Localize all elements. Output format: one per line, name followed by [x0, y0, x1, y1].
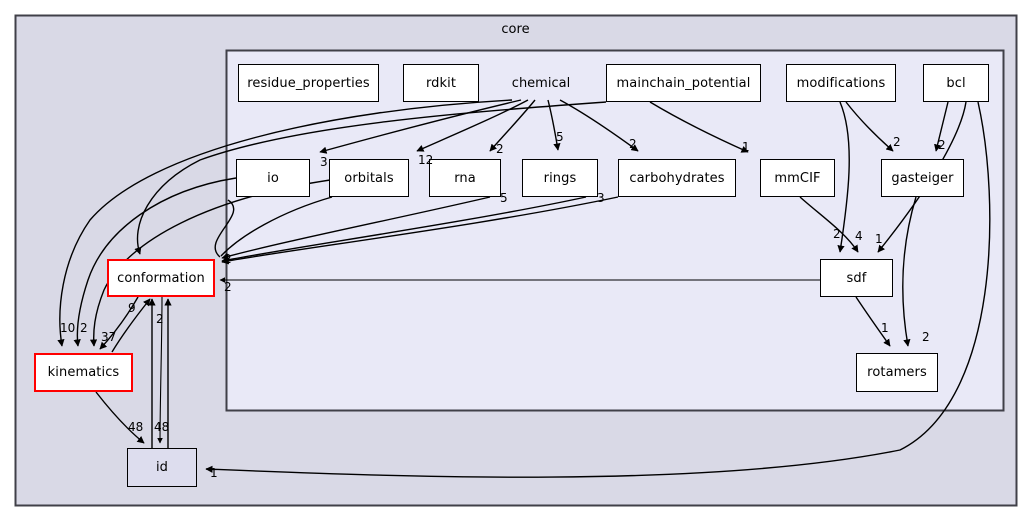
- cluster-title-core: core: [501, 21, 530, 37]
- edge-label-chemical-io: 3: [320, 155, 328, 169]
- node-kinematics[interactable]: kinematics: [34, 353, 133, 392]
- edge-label-chemical-rings: 5: [556, 130, 564, 144]
- edge-io-kinematics: [73, 177, 237, 347]
- node-mainchain_potential[interactable]: mainchain_potential: [606, 64, 761, 102]
- edge-modifications-gasteiger: [845, 101, 894, 152]
- edge-label-chemical-rna: 2: [496, 142, 504, 156]
- edge-kinematics-conformation: [111, 298, 151, 353]
- node-id[interactable]: id: [127, 448, 197, 487]
- edge-chemical-io: [319, 99, 522, 154]
- node-mmCIF[interactable]: mmCIF: [760, 159, 835, 197]
- edge-label-mmCIF-sdf: 4: [855, 229, 863, 243]
- node-io[interactable]: io: [236, 159, 310, 197]
- edge-label-bcl-gasteiger: 2: [938, 138, 946, 152]
- edge-label-modifications-sdf: 2: [833, 227, 841, 241]
- edge-label-sdf-conformation: 2: [224, 280, 232, 294]
- cluster-chemical: [225, 49, 1005, 412]
- edge-bcl-gasteiger: [934, 101, 949, 152]
- edge-bcl-id: [205, 101, 991, 478]
- edge-label-chemical-orbitals: 12: [418, 153, 434, 167]
- node-carbohydrates[interactable]: carbohydrates: [618, 159, 736, 197]
- node-rna[interactable]: rna: [429, 159, 501, 197]
- edge-label-rna-conformation: 5: [500, 191, 508, 205]
- node-conformation[interactable]: conformation: [107, 259, 215, 297]
- node-rings[interactable]: rings: [522, 159, 598, 197]
- edge-label-gasteiger-rotamers: 2: [922, 330, 930, 344]
- node-rotamers[interactable]: rotamers: [856, 353, 938, 392]
- edge-label-bcl-sdf: 1: [875, 232, 883, 246]
- edge-gasteiger-rotamers: [902, 196, 917, 347]
- edge-sdf-rotamers: [855, 296, 891, 347]
- edge-rings-conformation: [221, 196, 587, 264]
- edge-label-kinematics-conformation: 9: [128, 301, 136, 315]
- edge-label-sdf-rotamers: 1: [881, 321, 889, 335]
- node-orbitals[interactable]: orbitals: [329, 159, 409, 197]
- edge-label-id-conformation: 2: [156, 312, 164, 326]
- node-residue_properties[interactable]: residue_properties: [238, 64, 379, 102]
- edge-chemical-kinematics: [57, 99, 513, 347]
- edge-chemical-rings: [547, 99, 561, 151]
- edge-label-mainchain-mmCIF: 1: [742, 140, 750, 154]
- edge-chemical-rna: [489, 99, 536, 152]
- edge-io-conformation: [214, 199, 235, 258]
- edge-label-chemical-kinematics: 10: [60, 321, 76, 335]
- node-modifications[interactable]: modifications: [786, 64, 896, 102]
- node-gasteiger[interactable]: gasteiger: [881, 159, 964, 197]
- edge-label-kinematics-id: 48: [128, 420, 144, 434]
- edge-mainchain-mmCIF: [649, 101, 749, 153]
- edge-orbitals-conformation: [220, 196, 333, 257]
- edge-rna-conformation: [221, 196, 491, 260]
- edge-label-modifications-gasteiger: 2: [893, 135, 901, 149]
- edge-chemical-orbitals: [416, 99, 529, 152]
- edge-conformation-id: [157, 296, 163, 444]
- edge-mmCIF-sdf: [799, 196, 859, 253]
- edge-kinematics-id: [95, 391, 145, 444]
- edge-label-chemical-carbohydrates: 2: [629, 137, 637, 151]
- node-sdf[interactable]: sdf: [820, 259, 893, 297]
- node-rdkit[interactable]: rdkit: [403, 64, 479, 102]
- node-bcl[interactable]: bcl: [923, 64, 989, 102]
- edge-label-io-kinematics: 2: [80, 321, 88, 335]
- edge-label-conformation-id: 48: [154, 420, 170, 434]
- node-chemical-label: chemical: [511, 75, 571, 91]
- edge-label-rings-conformation: 3: [597, 191, 605, 205]
- edge-carbohydrates-conformation: [221, 196, 619, 265]
- edge-label-bcl-id: 1: [210, 466, 218, 480]
- edge-paths: [57, 99, 991, 478]
- edge-label-carbohydrates-conformation: 2: [224, 252, 232, 266]
- edge-conformation-kinematics: [99, 296, 139, 350]
- edge-label-conformation-kinematics: 37: [101, 330, 117, 344]
